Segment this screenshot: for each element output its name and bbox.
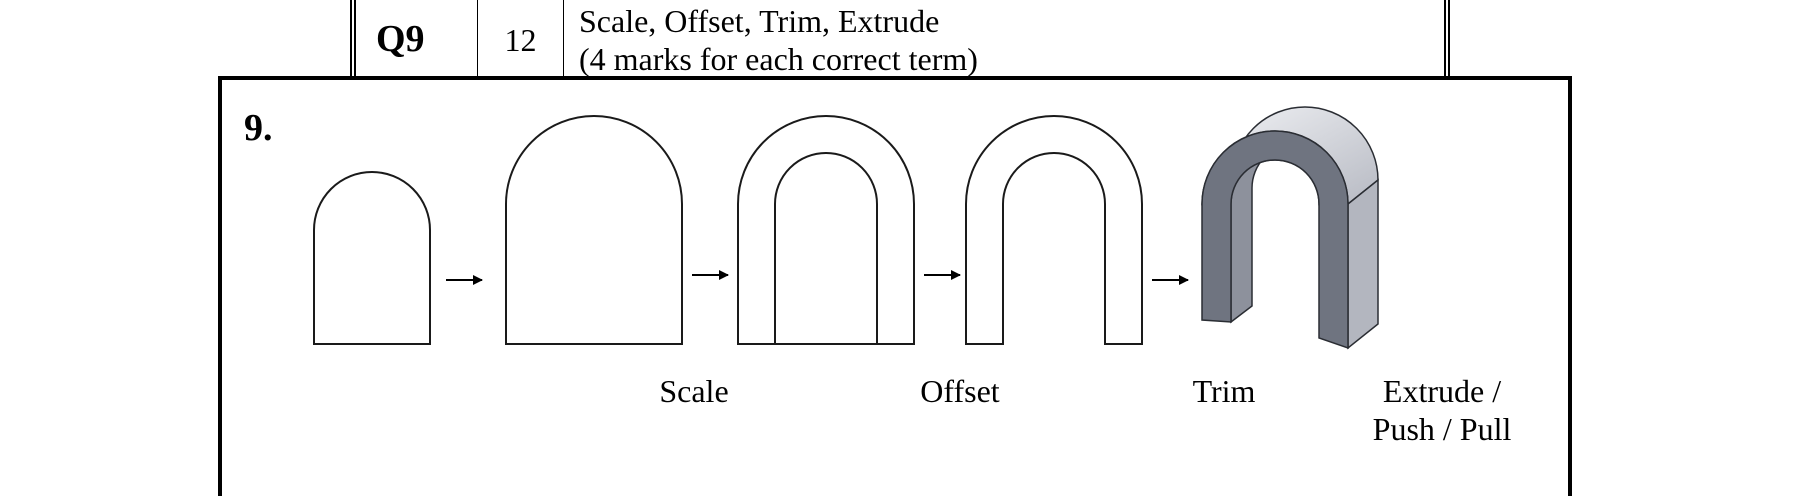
caption-trim: Trim [1192,373,1256,409]
figure-panel: 9. [218,76,1572,496]
original-arch-shape [313,171,431,345]
question-number: Q9 [376,18,425,60]
marks-cell: 12 [478,0,564,80]
trimmed-arch-shape [965,115,1143,345]
answer-cell: Scale, Offset, Trim, Extrude (4 marks fo… [564,0,1444,80]
cad-operations-diagram [313,106,1379,350]
offset-arch-shape [737,115,915,345]
answer-marking-note: (4 marks for each correct term) [579,41,978,77]
caption-scale: Scale [659,373,729,409]
figure-number: 9. [244,107,273,149]
caption-extrude: Extrude / Push / Pull [1312,372,1572,448]
scaled-arch-shape [505,115,683,345]
question-cell: Q9 [356,0,478,80]
answer-terms: Scale, Offset, Trim, Extrude [579,3,940,39]
extruded-solid-icon [1201,106,1379,350]
caption-offset: Offset [920,373,1000,409]
caption-extrude-line2: Push / Pull [1372,411,1512,447]
marking-scheme-row: Q9 12 Scale, Offset, Trim, Extrude (4 ma… [350,0,1450,80]
caption-extrude-line1: Extrude / [1382,373,1502,409]
marks-value: 12 [504,22,537,58]
